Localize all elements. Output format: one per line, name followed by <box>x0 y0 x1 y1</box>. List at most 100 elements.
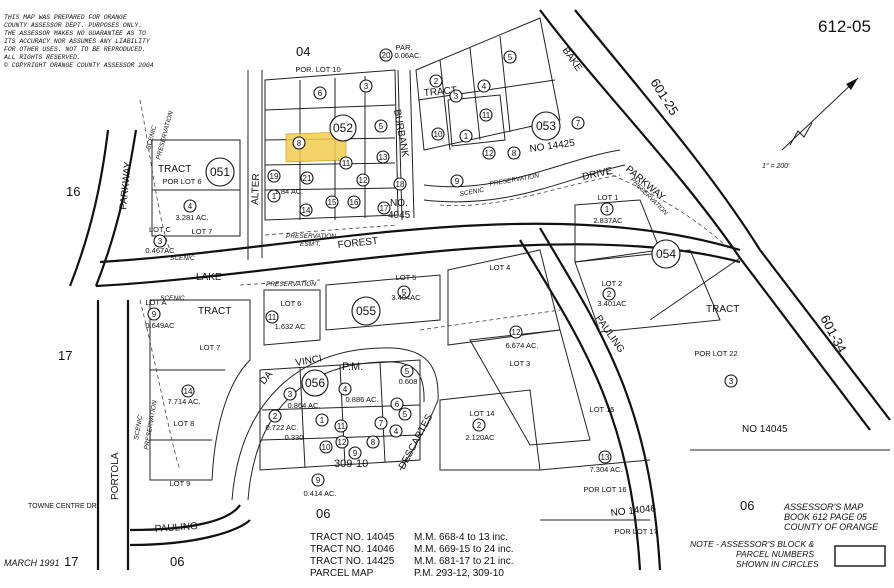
parcel-number: 1 <box>464 132 469 141</box>
tract-number-label: NO. <box>390 198 408 209</box>
ref-value: M.M. 681-17 to 21 inc. <box>414 556 514 567</box>
tract-number-label: 4045 <box>388 210 411 221</box>
block-052[interactable]: 052 <box>333 121 353 135</box>
book-title: ASSESSOR'S MAP <box>783 502 863 512</box>
parcel-number: 7 <box>576 119 581 128</box>
street-vinci: VINCI <box>295 353 323 368</box>
parcel-number: 9 <box>353 449 358 458</box>
ref-label: TRACT NO. 14045 <box>310 532 395 543</box>
parcel-circles <box>147 48 738 487</box>
parcel-number: 3 <box>158 237 163 246</box>
tract-label: TRACT <box>706 304 739 315</box>
street-alter: ALTER <box>250 173 262 205</box>
lot-label: LOT 8 <box>174 419 195 428</box>
lot-label: POR LOT 22 <box>694 349 737 358</box>
disclaimer-line: FOR OTHER USES. NOT TO BE REPRODUCED. <box>4 46 146 53</box>
lot-acreage: 0.886 AC. <box>346 395 379 404</box>
parcel-number: 10 <box>434 130 443 139</box>
lot-label: LOT 7 <box>192 227 213 236</box>
parcel-number: 15 <box>328 198 337 207</box>
parcel-number: 3 <box>454 92 459 101</box>
lot-label: LOT 15 <box>590 405 615 414</box>
tract-number-14045: NO 14045 <box>742 424 788 435</box>
block-053[interactable]: 053 <box>536 119 556 133</box>
block-051[interactable]: 051 <box>210 165 230 179</box>
tract-label: TRACT <box>158 164 191 175</box>
north-arrow-icon <box>781 77 859 151</box>
street-towne-centre: TOWNE CENTRE DR. <box>28 503 99 510</box>
parcel-number: 4 <box>343 385 348 394</box>
ref-value: M.M. 668-4 to 13 inc. <box>414 532 508 543</box>
lot-label: LOT 2 <box>602 279 623 288</box>
parcel-number: 4 <box>394 427 399 436</box>
block-054[interactable]: 054 <box>656 247 676 261</box>
preservation-label: PRESERVATION <box>266 281 316 288</box>
lot-acreage: 0.06AC. <box>394 51 421 60</box>
street-pauling-south: PAULING <box>154 521 198 535</box>
map-number: 612-05 <box>818 17 871 36</box>
parcel-number: 1 <box>320 416 325 425</box>
lot-acreage: 3.401AC <box>597 299 627 308</box>
parcel-number: 2 <box>477 421 482 430</box>
page-ref: 16 <box>66 184 80 199</box>
parcel-number: 5 <box>508 53 513 62</box>
lot-acreage: 2.120AC <box>465 433 495 442</box>
ref-label: TRACT NO. 14046 <box>310 544 395 555</box>
lot-acreage: 3.281 AC. <box>176 213 209 222</box>
preservation-label: PRESERVATION <box>489 172 540 188</box>
block-055[interactable]: 055 <box>356 304 376 318</box>
lot-acreage: 7.304 AC. <box>590 465 623 474</box>
parcel-number: 2 <box>607 290 612 299</box>
parcel-number: 12 <box>485 149 494 158</box>
disclaimer-line: THIS MAP WAS PREPARED FOR ORANGE <box>4 14 127 21</box>
parcel-number: 21 <box>303 174 312 183</box>
parcel-number: 14 <box>302 206 311 215</box>
parcel-number: 11 <box>482 111 491 120</box>
parcel-number: 6 <box>318 89 323 98</box>
disclaimer-line: ALL RIGHTS RESERVED. <box>3 54 81 61</box>
scenic-label: SCENIC <box>133 415 144 441</box>
scenic-label: SCENIC <box>160 295 185 302</box>
parcel-number: 11 <box>268 313 277 322</box>
lot-label: LOT 3 <box>510 359 531 368</box>
lot-acreage: 1.84 AC. <box>275 187 304 196</box>
lot-acreage: 0.608 <box>399 377 418 386</box>
tract-label: TRACT <box>198 306 231 317</box>
parcel-number: 3 <box>288 390 293 399</box>
parcel-number: 11 <box>337 422 346 431</box>
block-056[interactable]: 056 <box>305 376 325 390</box>
parcel-number: 12 <box>359 176 368 185</box>
note-line: NOTE - ASSESSOR'S BLOCK & <box>690 539 814 549</box>
scenic-label: SCENIC <box>170 255 195 262</box>
ref-label: TRACT NO. 14425 <box>310 556 395 567</box>
scenic-label: SCENIC <box>145 125 158 151</box>
page-ref: 06 <box>740 498 754 513</box>
lot-label: POR LOT 16 <box>583 485 626 494</box>
scenic-label: SCENIC <box>459 187 485 198</box>
page-ref: 06 <box>170 554 184 569</box>
lot-label: POR. LOT 10 <box>295 65 340 74</box>
page-ref: 17 <box>64 554 78 569</box>
recording-references: TRACT NO. 14045 M.M. 668-4 to 13 inc. TR… <box>310 532 514 579</box>
parcel-number: 11 <box>342 159 351 168</box>
parcel-number: 3 <box>729 377 734 386</box>
parcel-number: 5 <box>403 410 408 419</box>
lot-acreage: 0.467AC <box>145 246 175 255</box>
lot-acreage: 0.722 AC. <box>266 423 299 432</box>
ref-value: M.M. 669-15 to 24 inc. <box>414 544 514 555</box>
parcel-map-label: P.M. <box>342 361 363 373</box>
note-line: SHOWN IN CIRCLES <box>736 559 819 569</box>
page-ref: 04 <box>296 44 310 59</box>
page-ref: 601-34 <box>817 312 849 355</box>
tract-number-14046: NO 14046 <box>610 503 657 519</box>
parcel-number: 2 <box>434 77 439 86</box>
lot-acreage: 2.837AC <box>593 216 623 225</box>
parcel-number: 5 <box>405 367 410 376</box>
lot-label: LOT A <box>145 298 166 307</box>
lot-acreage: 7.714 AC. <box>168 397 201 406</box>
disclaimer-line: © COPYRIGHT ORANGE COUNTY ASSESSOR 2004 <box>4 61 154 69</box>
parcel-number: 7 <box>379 419 384 428</box>
page-ref: 601-25 <box>647 76 681 118</box>
parcel-number: 14 <box>184 387 193 396</box>
